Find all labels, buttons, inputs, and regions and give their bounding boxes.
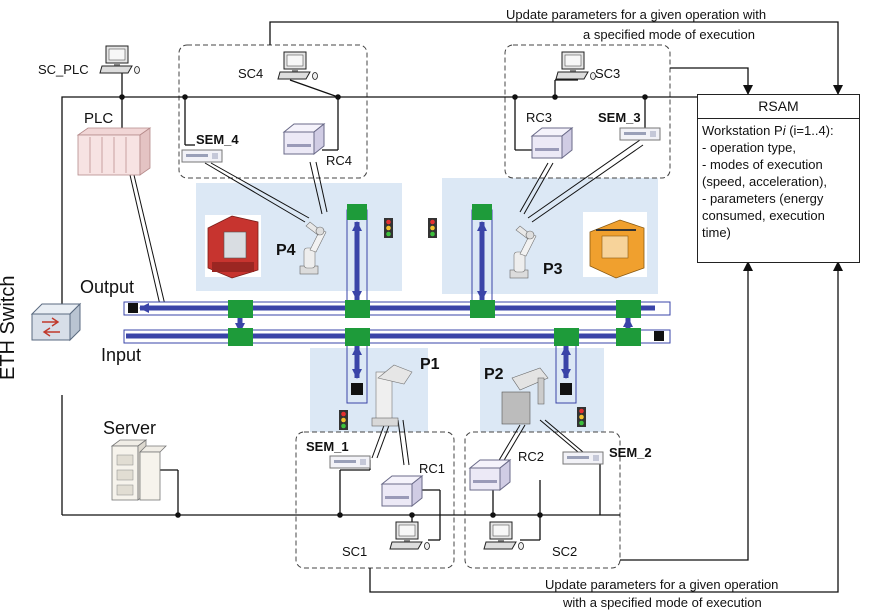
update-bottom-line2: with a specified mode of execution — [563, 596, 762, 609]
controller-icon-rc2 — [470, 460, 510, 490]
rsam-content: Workstation Pi (i=1..4): - operation typ… — [698, 119, 859, 244]
label-sem1: SEM_1 — [306, 440, 349, 453]
rsam-line: - operation type, — [702, 139, 855, 156]
computer-icon-sc2 — [484, 522, 524, 550]
label-rc1: RC1 — [419, 462, 445, 475]
label-sc1: SC1 — [342, 545, 367, 558]
label-sem4: SEM_4 — [196, 133, 239, 146]
update-bottom-line1: Update parameters for a given operation — [545, 578, 778, 591]
traffic-light-icon — [339, 410, 348, 430]
rsam-line: consumed, execution — [702, 207, 855, 224]
update-top-line1: Update parameters for a given operation … — [506, 8, 766, 21]
label-rc3: RC3 — [526, 111, 552, 124]
switch-icon — [32, 304, 80, 340]
label-sc-plc: SC_PLC — [38, 63, 89, 76]
computer-icon-sc3 — [556, 52, 596, 80]
computer-icon-sc4 — [278, 52, 318, 80]
label-input: Input — [101, 346, 141, 364]
label-plc: PLC — [84, 111, 113, 126]
conveyor-output — [124, 302, 670, 315]
label-rc4: RC4 — [326, 154, 352, 167]
traffic-light-icon — [577, 407, 586, 427]
label-p3: P3 — [543, 262, 563, 278]
label-sc2: SC2 — [552, 545, 577, 558]
sem-icon-4 — [182, 150, 222, 162]
rsam-workstation-line: Workstation Pi (i=1..4): — [702, 122, 855, 139]
cnc-machine-icon — [205, 215, 261, 278]
traffic-light-icon — [428, 218, 437, 238]
label-p2: P2 — [484, 367, 504, 383]
label-eth-switch: ETH Switch — [0, 276, 18, 380]
controller-icon-rc4 — [284, 124, 324, 154]
traffic-light-icon — [384, 218, 393, 238]
rsam-line: time) — [702, 224, 855, 241]
rsam-box: RSAM Workstation Pi (i=1..4): - operatio… — [697, 94, 860, 263]
conveyor-input — [124, 330, 670, 343]
printer-machine-icon — [583, 212, 647, 278]
rsam-line: - modes of execution — [702, 156, 855, 173]
label-server: Server — [103, 419, 156, 437]
server-icon — [112, 440, 166, 500]
label-sc4: SC4 — [238, 67, 263, 80]
sem-icon-2 — [563, 452, 603, 464]
plc-icon — [78, 128, 150, 175]
zone-p1 — [310, 348, 428, 432]
computer-icon-sc1 — [390, 522, 430, 550]
label-rc2: RC2 — [518, 450, 544, 463]
label-output: Output — [80, 278, 134, 296]
label-sem3: SEM_3 — [598, 111, 641, 124]
rsam-line: (speed, acceleration), — [702, 173, 855, 190]
label-sc3: SC3 — [595, 67, 620, 80]
label-p4: P4 — [276, 243, 296, 259]
computer-icon-sc-plc — [100, 46, 140, 74]
label-p1: P1 — [420, 357, 440, 373]
update-top-line2: a specified mode of execution — [583, 28, 755, 41]
rsam-line: - parameters (energy — [702, 190, 855, 207]
sem-icon-1 — [330, 456, 370, 468]
controller-icon-rc3 — [532, 128, 572, 158]
sem-icon-3 — [620, 128, 660, 140]
label-sem2: SEM_2 — [609, 446, 652, 459]
controller-icon-rc1 — [382, 476, 422, 506]
rsam-title: RSAM — [698, 95, 859, 119]
